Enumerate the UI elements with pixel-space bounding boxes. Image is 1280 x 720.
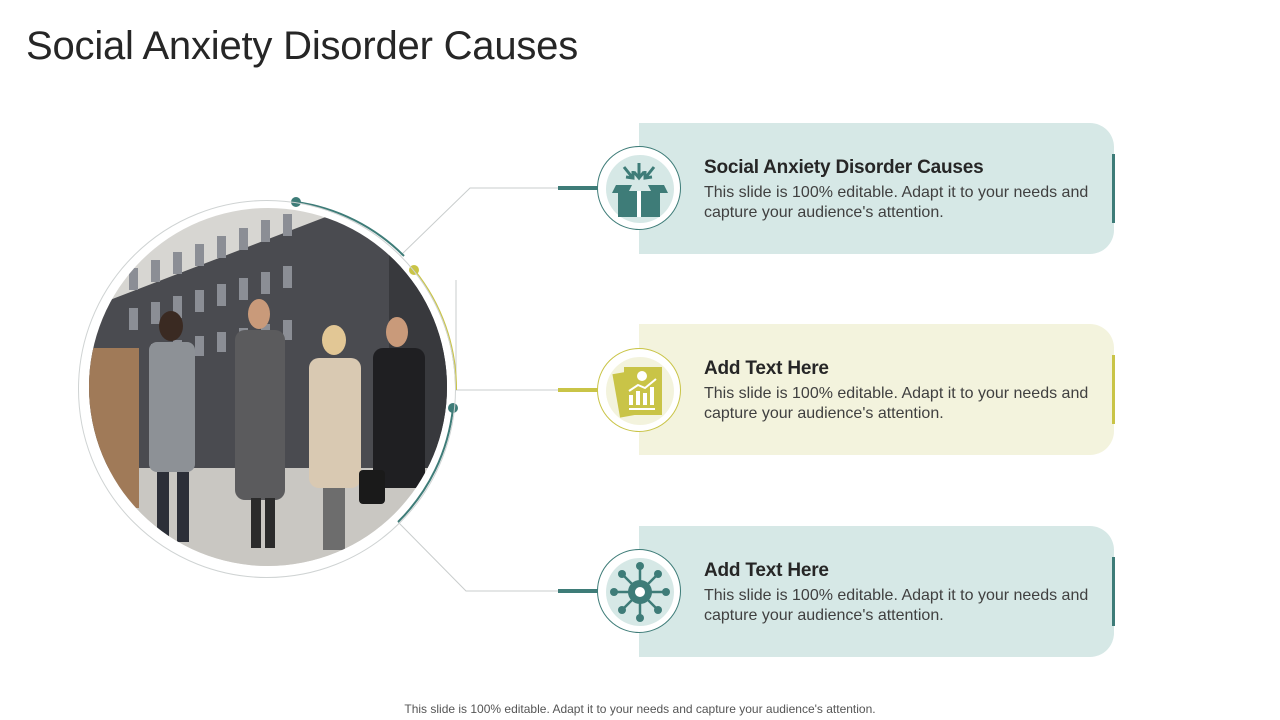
slide-title: Social Anxiety Disorder Causes: [26, 24, 579, 68]
photo-ring: [78, 200, 456, 578]
card-accent-bar: [1112, 154, 1115, 223]
card-accent-bar: [1112, 355, 1115, 424]
card-description: This slide is 100% editable. Adapt it to…: [704, 184, 1089, 221]
gear-network-icon: [597, 549, 681, 633]
card-heading: Add Text Here: [704, 560, 829, 581]
financial-report-icon: [597, 348, 681, 432]
card-heading: Social Anxiety Disorder Causes: [704, 157, 984, 178]
people-walking-photo: [89, 208, 447, 566]
cause-card-3: Add Text Here This slide is 100% editabl…: [639, 526, 1115, 657]
cause-card-1: Social Anxiety Disorder Causes This slid…: [639, 123, 1115, 254]
card-accent-bar: [1112, 557, 1115, 626]
cause-card-2: Add Text Here This slide is 100% editabl…: [639, 324, 1115, 455]
box-arrows-in-icon: [597, 146, 681, 230]
card-description: This slide is 100% editable. Adapt it to…: [704, 385, 1089, 422]
footer-note: This slide is 100% editable. Adapt it to…: [404, 702, 876, 716]
card-heading: Add Text Here: [704, 358, 829, 379]
card-description: This slide is 100% editable. Adapt it to…: [704, 587, 1089, 624]
